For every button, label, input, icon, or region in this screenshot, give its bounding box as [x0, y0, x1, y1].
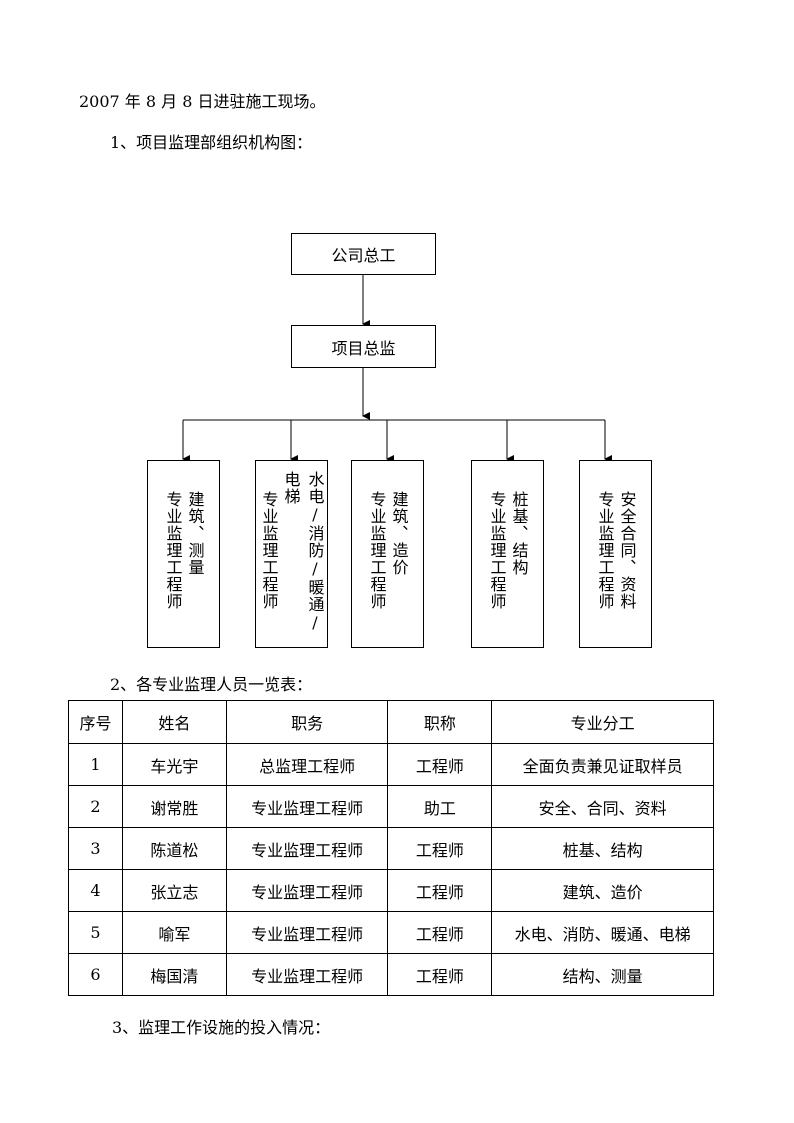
branch-specialty: 建筑、测量	[185, 491, 205, 576]
org-box-project-director: 项目总监	[291, 325, 436, 368]
branch-specialty: 建筑、造价	[389, 491, 409, 576]
cell-title: 助工	[387, 785, 493, 828]
branch-role: 专业监理工程师	[163, 491, 183, 610]
staff-table: 序号 姓名 职务 职称 专业分工 1 车光宇 总监理工程师 工程师 全面负责兼见…	[68, 700, 714, 996]
table-row: 2 谢常胜 专业监理工程师 助工 安全、合同、资料	[68, 785, 714, 828]
cell-index: 5	[68, 911, 123, 954]
org-box-company-chief-engineer: 公司总工	[291, 233, 436, 275]
org-box-label: 项目总监	[331, 338, 396, 358]
header-name: 姓名	[121, 700, 227, 744]
cell-position: 专业监理工程师	[225, 911, 389, 954]
header-specialty: 专业分工	[491, 700, 714, 744]
table-header-row: 序号 姓名 职务 职称 专业分工	[68, 700, 714, 744]
cell-index: 1	[68, 743, 123, 786]
org-box-branch-5: 安全合同、资料 专业监理工程师	[579, 460, 652, 648]
cell-name: 陈道松	[121, 827, 227, 870]
cell-title: 工程师	[387, 827, 493, 870]
branch-role: 专业监理工程师	[595, 491, 615, 610]
cell-title: 工程师	[387, 911, 493, 954]
org-box-branch-1: 建筑、测量 专业监理工程师	[147, 460, 220, 648]
cell-index: 3	[68, 827, 123, 870]
table-row: 5 喻军 专业监理工程师 工程师 水电、消防、暖通、电梯	[68, 911, 714, 954]
cell-specialty: 建筑、造价	[491, 869, 714, 912]
cell-position: 专业监理工程师	[225, 785, 389, 828]
branch-specialty: 安全合同、资料	[617, 491, 637, 610]
cell-title: 工程师	[387, 953, 493, 996]
org-chart-connectors	[182, 275, 612, 463]
cell-name: 梅国清	[121, 953, 227, 996]
cell-index: 4	[68, 869, 123, 912]
org-box-branch-2: 水电/消防/暖通/电梯 专业监理工程师	[255, 460, 328, 648]
cell-position: 专业监理工程师	[225, 827, 389, 870]
table-row: 6 梅国清 专业监理工程师 工程师 结构、测量	[68, 953, 714, 996]
branch-role: 专业监理工程师	[367, 491, 387, 610]
header-index: 序号	[68, 700, 123, 744]
table-row: 3 陈道松 专业监理工程师 工程师 桩基、结构	[68, 827, 714, 870]
cell-title: 工程师	[387, 743, 493, 786]
branch-role: 专业监理工程师	[487, 491, 507, 610]
cell-name: 喻军	[121, 911, 227, 954]
section3-title: 3、监理工作设施的投入情况：	[112, 1018, 331, 1037]
org-box-branch-3: 建筑、造价 专业监理工程师	[351, 460, 424, 648]
cell-specialty: 结构、测量	[491, 953, 714, 996]
cell-name: 车光宇	[121, 743, 227, 786]
cell-title: 工程师	[387, 869, 493, 912]
intro-line: 2007 年 8 月 8 日进驻施工现场。	[79, 92, 326, 111]
cell-position: 总监理工程师	[225, 743, 389, 786]
cell-position: 专业监理工程师	[225, 953, 389, 996]
cell-specialty: 全面负责兼见证取样员	[491, 743, 714, 786]
section1-title: 1、项目监理部组织机构图：	[110, 133, 313, 152]
header-position: 职务	[225, 700, 389, 744]
cell-name: 张立志	[121, 869, 227, 912]
org-box-branch-4: 桩基、结构 专业监理工程师	[471, 460, 544, 648]
cell-name: 谢常胜	[121, 785, 227, 828]
cell-specialty: 安全、合同、资料	[491, 785, 714, 828]
cell-specialty: 桩基、结构	[491, 827, 714, 870]
org-box-label: 公司总工	[331, 246, 396, 265]
cell-index: 6	[68, 953, 123, 996]
branch-role: 专业监理工程师	[259, 491, 279, 610]
branch-specialty: 桩基、结构	[509, 491, 529, 576]
table-row: 1 车光宇 总监理工程师 工程师 全面负责兼见证取样员	[68, 743, 714, 786]
section2-title: 2、各专业监理人员一览表：	[110, 675, 313, 694]
cell-index: 2	[68, 785, 123, 828]
branch-specialty: 水电/消防/暖通/电梯	[281, 471, 325, 633]
cell-specialty: 水电、消防、暖通、电梯	[491, 911, 714, 954]
table-row: 4 张立志 专业监理工程师 工程师 建筑、造价	[68, 869, 714, 912]
cell-position: 专业监理工程师	[225, 869, 389, 912]
header-title: 职称	[387, 700, 493, 744]
